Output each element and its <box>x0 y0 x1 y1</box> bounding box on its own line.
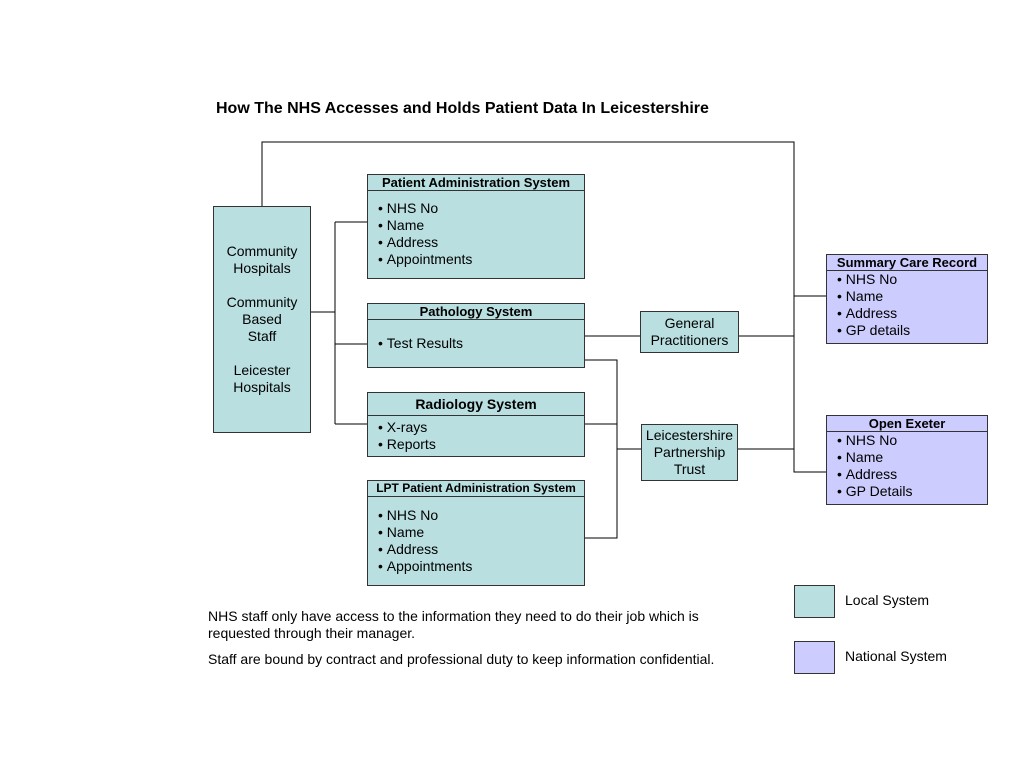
access-note: NHS staff only have access to the inform… <box>208 608 699 641</box>
lpt-line: Trust <box>673 461 706 477</box>
lpt-patient-administration-system-box: LPT Patient Administration System NHS No… <box>367 480 585 586</box>
top-loop-line <box>261 141 826 473</box>
source-line: Hospitals <box>233 379 291 395</box>
system-title: LPT Patient Administration System <box>368 481 584 497</box>
diagram-title: How The NHS Accesses and Holds Patient D… <box>216 100 709 117</box>
list-item: X-rays <box>378 419 584 436</box>
list-item: NHS No <box>837 271 987 288</box>
source-line: Community <box>226 243 298 259</box>
lpt-line: Leicestershire <box>645 427 734 443</box>
legend-national-swatch <box>794 641 835 674</box>
list-item: Test Results <box>378 335 584 352</box>
general-practitioners-box: General Practitioners <box>640 311 739 353</box>
system-title: Open Exeter <box>827 416 987 432</box>
summary-care-record-box: Summary Care Record NHS No Name Address … <box>826 254 988 344</box>
system-title: Pathology System <box>368 304 584 320</box>
legend-local-label: Local System <box>845 592 930 608</box>
lpt-line: Partnership <box>653 444 726 460</box>
source-line: Leicester <box>233 362 291 378</box>
system-title: Patient Administration System <box>368 175 584 191</box>
patient-administration-system-box: Patient Administration System NHS No Nam… <box>367 174 585 279</box>
gp-line: General <box>664 315 715 331</box>
list-item: NHS No <box>378 200 584 217</box>
gp-line: Practitioners <box>650 332 729 348</box>
list-item: Name <box>837 288 987 305</box>
list-item: Name <box>378 217 584 234</box>
pathology-to-lpt-bus <box>584 359 618 539</box>
source-line: Hospitals <box>233 260 291 276</box>
system-title: Radiology System <box>368 393 584 416</box>
list-item: Address <box>837 305 987 322</box>
source-line: Staff <box>247 328 277 344</box>
list-item: Name <box>837 449 987 466</box>
confidentiality-note: Staff are bound by contract and professi… <box>208 651 715 667</box>
list-item: Address <box>378 541 584 558</box>
list-item: Reports <box>378 436 584 453</box>
leicestershire-partnership-trust-box: Leicestershire Partnership Trust <box>641 424 738 481</box>
open-exeter-box: Open Exeter NHS No Name Address GP Detai… <box>826 415 988 505</box>
list-item: Address <box>378 234 584 251</box>
list-item: Name <box>378 524 584 541</box>
list-item: Appointments <box>378 558 584 575</box>
legend-national-label: National System <box>845 648 947 664</box>
list-item: GP Details <box>837 483 987 500</box>
pathology-system-box: Pathology System Test Results <box>367 303 585 368</box>
list-item: NHS No <box>837 432 987 449</box>
list-item: NHS No <box>378 507 584 524</box>
source-line <box>214 277 310 294</box>
community-sources-box: Community Hospitals Community Based Staf… <box>213 206 311 433</box>
list-item: GP details <box>837 322 987 339</box>
list-item: Address <box>837 466 987 483</box>
source-line <box>214 345 310 362</box>
legend-local-swatch <box>794 585 835 618</box>
source-line: Based <box>242 311 282 327</box>
system-title: Summary Care Record <box>827 255 987 271</box>
list-item: Appointments <box>378 251 584 268</box>
source-line: Community <box>226 294 298 310</box>
radiology-system-box: Radiology System X-rays Reports <box>367 392 585 457</box>
